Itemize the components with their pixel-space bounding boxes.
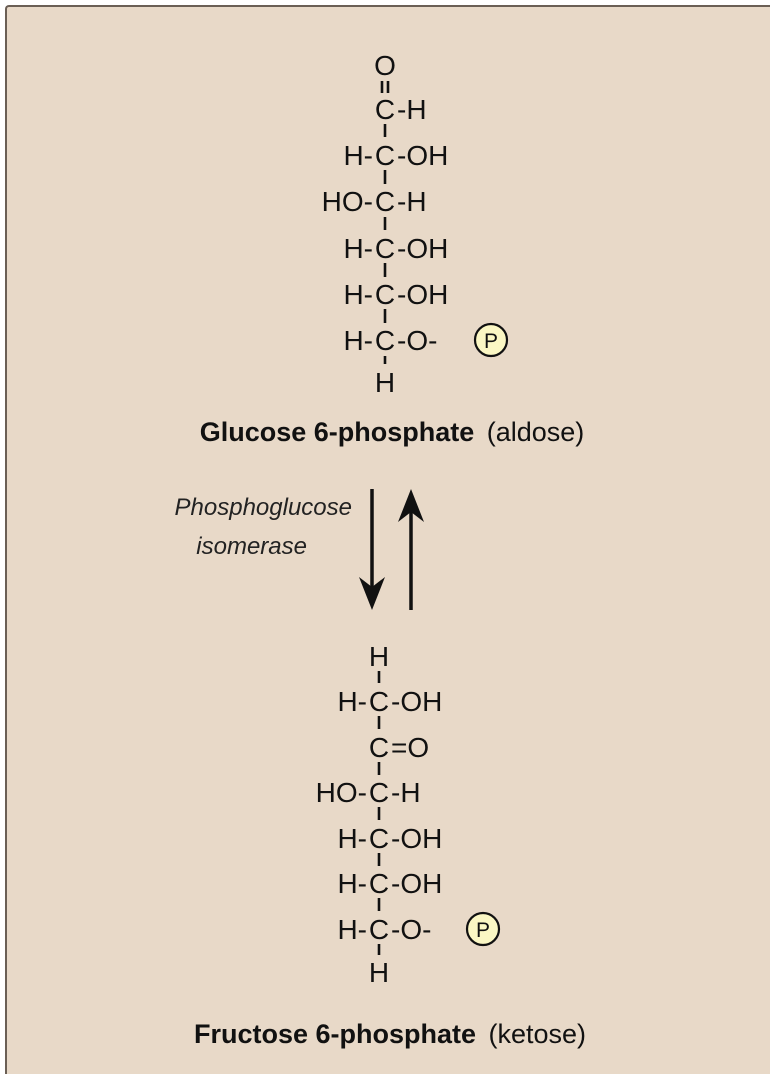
fructose-row-5-right: -OH [391,823,442,854]
glucose-row-1-center: O [374,50,396,81]
glucose-caption: Glucose 6-phosphate (aldose) [200,417,585,447]
fructose-row-2-center: C [369,686,389,717]
fructose-name: Fructose 6-phosphate [194,1019,476,1049]
fructose-row-4-right: -H [391,777,421,808]
fructose-row-2-right: -OH [391,686,442,717]
glucose-row-7-center: C [375,325,395,356]
fructose-row-7-center: C [369,914,389,945]
fructose-row-5-left: H- [337,823,367,854]
fructose-row-7-right: -O- [391,914,431,945]
isomerization-diagram: O C -H H- C -OH HO- C -H H- C -OH H- C -… [175,50,586,1049]
glucose-row-4-center: C [375,186,395,217]
glucose-row-7-right: -O- [397,325,437,356]
fructose-caption: Fructose 6-phosphate (ketose) [194,1019,586,1049]
glucose-row-7-left: H- [343,325,373,356]
glucose-row-2-center: C [375,94,395,125]
glucose-row-3-right: -OH [397,140,448,171]
glucose-row-4-right: -H [397,186,427,217]
arrow-up-icon [398,489,424,610]
glucose-row-2-right: -H [397,94,427,125]
enzyme-label-line2: isomerase [196,533,307,560]
fructose-phosphate-icon: P [465,911,501,947]
fructose-row-4-left: HO- [316,777,367,808]
glucose-row-6-left: H- [343,279,373,310]
fructose-row-6-left: H- [337,868,367,899]
diagram-panel: O C -H H- C -OH HO- C -H H- C -OH H- C -… [5,5,770,1074]
fructose-row-2-left: H- [337,686,367,717]
fructose-type: (ketose) [488,1019,586,1049]
fructose-row-5-center: C [369,823,389,854]
glucose-row-8-center: H [375,367,395,398]
fructose-row-6-right: -OH [391,868,442,899]
glucose-row-4-left: HO- [322,186,373,217]
glucose-name: Glucose 6-phosphate [200,417,475,447]
glucose-type: (aldose) [487,417,585,447]
fructose-phosphate-label: P [476,919,490,942]
glucose-structure: O C -H H- C -OH HO- C -H H- C -OH H- C -… [322,50,509,398]
fructose-row-7-left: H- [337,914,367,945]
fructose-row-3-center: C [369,732,389,763]
glucose-row-5-left: H- [343,233,373,264]
fructose-row-1-center: H [369,641,389,672]
enzyme-label-line1: Phosphoglucose [175,494,352,521]
glucose-row-5-right: -OH [397,233,448,264]
fructose-row-3-right: =O [391,732,429,763]
fructose-row-4-center: C [369,777,389,808]
fructose-row-6-center: C [369,868,389,899]
glucose-row-5-center: C [375,233,395,264]
glucose-phosphate-icon: P [473,322,509,358]
glucose-row-6-center: C [375,279,395,310]
glucose-row-6-right: -OH [397,279,448,310]
glucose-phosphate-label: P [484,330,498,353]
fructose-row-8-center: H [369,957,389,988]
glucose-row-3-left: H- [343,140,373,171]
fructose-structure: H H- C -OH C =O HO- C -H H- C -OH H- C -… [316,641,501,988]
glucose-row-3-center: C [375,140,395,171]
arrow-down-icon [359,489,385,610]
